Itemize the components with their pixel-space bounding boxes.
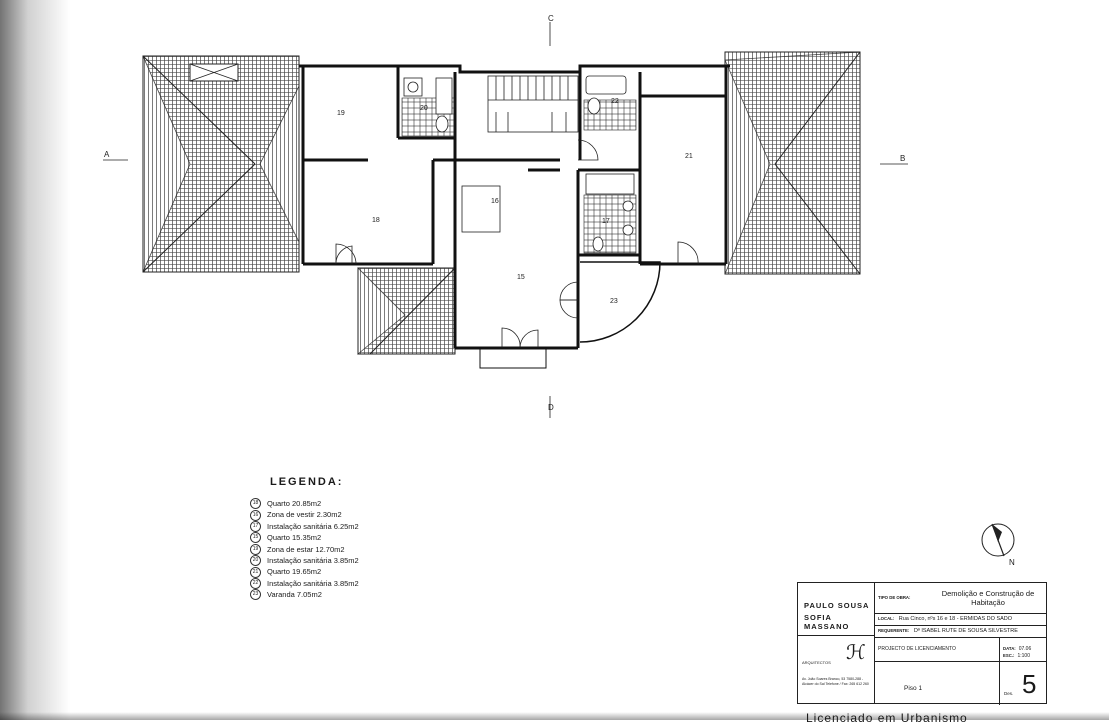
- scan-bottom-shadow: [0, 712, 1109, 720]
- north-arrow: N: [978, 518, 1022, 573]
- title-block-firm: PAULO SOUSA SOFIA MASSANO ARQUITECTOS ℋ …: [798, 583, 875, 703]
- local-label: LOCAL:: [878, 616, 895, 621]
- project-row: PROJECTO DE LICENCIAMENTO DATA:07.06 ESC…: [874, 637, 1046, 662]
- fixtures: [403, 75, 635, 252]
- room-label-23: 23: [610, 298, 618, 305]
- room-label-16: 16: [491, 198, 499, 205]
- obra-value: Demolição e Construção de Habitação: [941, 589, 1035, 607]
- doors: [335, 139, 699, 349]
- obra-row: TIPO DE OBRA: Demolição e Construção de …: [874, 583, 1046, 614]
- requerente-value: Dª ISABEL RUTE DE SOUSA SILVESTRE: [913, 628, 1018, 634]
- requerente-row: REQUERENTE: Dª ISABEL RUTE DE SOUSA SILV…: [874, 625, 1046, 638]
- legend-item-text: Instalação sanitária 3.85m2: [267, 578, 359, 588]
- roof-left: [142, 55, 300, 273]
- legend-list: 18 Quarto 20.85m2 16 Zona de vestir 2.30m2…: [250, 498, 470, 601]
- legend-item: 16 Zona de vestir 2.30m2: [250, 509, 470, 521]
- legend-item-text: Quarto 20.85m2: [267, 499, 322, 508]
- drawing-number-label: Des.: [1004, 691, 1014, 696]
- cut-label-left: A: [104, 150, 110, 159]
- obra-label: TIPO DE OBRA:: [878, 595, 911, 600]
- drawing-number: 5: [1022, 669, 1037, 699]
- architects-row: ARQUITECTOS ℋ: [798, 635, 874, 674]
- legend-item-text: Zona de vestir 2.30m2: [267, 510, 342, 520]
- legend-item-text: Instalação sanitária 6.25m2: [267, 521, 359, 531]
- room-label-21: 21: [685, 153, 693, 160]
- scale-value: 1:100: [1017, 653, 1030, 659]
- compass-label: N: [1009, 558, 1015, 567]
- legend-number-badge: 15: [250, 532, 261, 544]
- legend-number-badge: 17: [250, 521, 261, 533]
- legend-item: 20 Instalação sanitária 3.85m2: [250, 555, 470, 567]
- drawing-number-box: Des. 5: [999, 661, 1046, 705]
- section-cut-markers: [103, 22, 908, 418]
- room-label-22: 22: [611, 98, 619, 105]
- room-label-19: 19: [337, 110, 345, 117]
- room-label-17: 17: [602, 218, 610, 225]
- legend-number-badge: 23: [250, 589, 261, 601]
- legend-item: 15 Quarto 15.35m2: [250, 532, 470, 544]
- legend-title: LEGENDA:: [270, 476, 344, 488]
- roof-bottom: [356, 267, 456, 355]
- legend-number-badge: 21: [250, 566, 261, 578]
- local-row: LOCAL: Rua Cinco, nºs 16 e 18 - ERMIDAS …: [874, 613, 1046, 626]
- cut-label-bottom: D: [548, 403, 554, 412]
- legend-item-text: Quarto 15.35m2: [267, 533, 322, 543]
- room-label-20: 20: [420, 105, 428, 112]
- footer-text: Licenciado em Urbanismo: [806, 711, 968, 725]
- requerente-label: REQUERENTE:: [878, 628, 910, 633]
- legend-item: 22 Instalação sanitária 3.85m2: [250, 578, 470, 590]
- legend-number-badge: 16: [250, 509, 261, 521]
- firm-address: Av. João Soares Branco, 53 7580-288 - Al…: [802, 677, 869, 686]
- architects-label: ARQUITECTOS: [802, 660, 831, 665]
- legend-item: 21 Quarto 19.65m2: [250, 566, 470, 578]
- room-label-15: 15: [517, 274, 525, 281]
- floor-row: Piso 1 Des. 5: [874, 661, 1046, 705]
- compass-icon: [981, 523, 1015, 557]
- architect-signature-icon: ℋ: [846, 640, 866, 664]
- legend: LEGENDA: 18 Quarto 20.85m2 16 Zona de vest…: [250, 476, 470, 601]
- scale-line: ESC.:1:100: [1003, 653, 1030, 659]
- roof-right: [724, 51, 861, 275]
- date-value: 07.06: [1018, 646, 1032, 652]
- scale-label: ESC.:: [1003, 653, 1015, 658]
- date-line: DATA:07.06: [1003, 646, 1031, 652]
- title-block-details: TIPO DE OBRA: Demolição e Construção de …: [874, 583, 1046, 705]
- firm-name-line1: PAULO SOUSA: [804, 601, 870, 610]
- project-type: PROJECTO DE LICENCIAMENTO: [878, 646, 956, 652]
- legend-item-text: Varanda 7.05m2: [267, 590, 322, 600]
- stair: [487, 75, 579, 133]
- cut-label-right: B: [900, 154, 905, 163]
- date-label: DATA:: [1003, 646, 1016, 651]
- firm-name-line2: SOFIA MASSANO: [804, 613, 850, 631]
- legend-number-badge: 20: [250, 555, 261, 567]
- legend-item: 23 Varanda 7.05m2: [250, 589, 470, 601]
- title-block: PAULO SOUSA SOFIA MASSANO ARQUITECTOS ℋ …: [797, 582, 1047, 705]
- date-scale-box: DATA:07.06 ESC.:1:100: [999, 637, 1046, 661]
- legend-number-badge: 18: [250, 498, 261, 510]
- legend-item-text: Zona de estar 12.70m2: [267, 544, 345, 554]
- legend-item: 19 Zona de estar 12.70m2: [250, 543, 470, 555]
- scan-edge-shadow: [0, 0, 70, 720]
- room-label-18: 18: [372, 217, 380, 224]
- legend-number-badge: 22: [250, 578, 261, 590]
- legend-item: 17 Instalação sanitária 6.25m2: [250, 521, 470, 533]
- legend-number-badge: 19: [250, 543, 261, 555]
- local-value: Rua Cinco, nºs 16 e 18 - ERMIDAS DO SADO: [898, 616, 1013, 622]
- legend-item-text: Instalação sanitária 3.85m2: [267, 556, 359, 566]
- cut-label-top: C: [548, 14, 554, 23]
- balcony: [479, 261, 661, 369]
- floor-value: Piso 1: [904, 685, 923, 692]
- legend-item-text: Quarto 19.65m2: [267, 567, 322, 577]
- legend-item: 18 Quarto 20.85m2: [250, 498, 470, 510]
